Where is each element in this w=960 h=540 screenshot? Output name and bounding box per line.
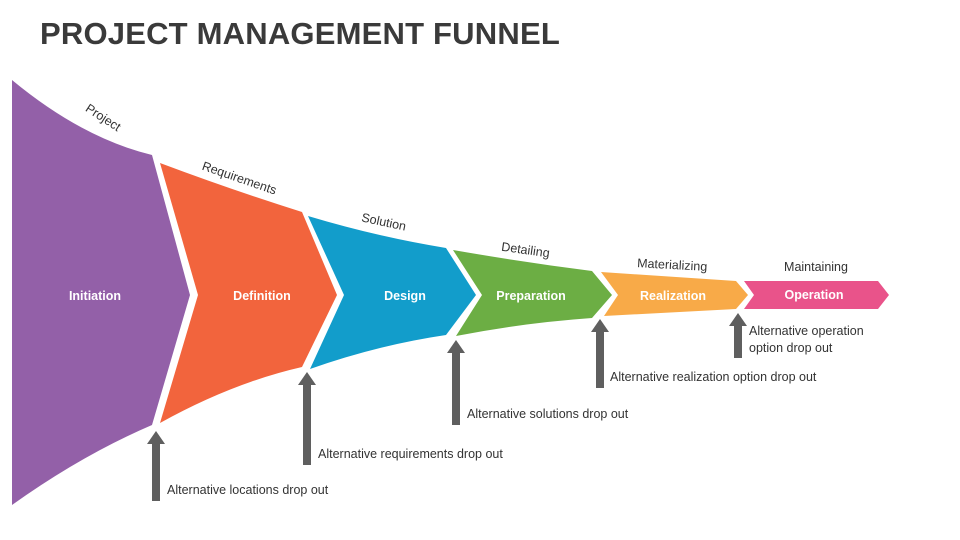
page-title: PROJECT MANAGEMENT FUNNEL bbox=[40, 16, 560, 51]
dropout-note-operation-line2: option drop out bbox=[749, 341, 833, 355]
stage-label-maintaining: Maintaining bbox=[784, 260, 848, 274]
dropout-arrow-locations bbox=[147, 431, 165, 501]
segment-label-definition: Definition bbox=[233, 289, 291, 303]
dropout-note-realization: Alternative realization option drop out bbox=[610, 370, 817, 384]
segment-label-initiation: Initiation bbox=[69, 289, 121, 303]
dropout-note-operation-line1: Alternative operation bbox=[749, 324, 864, 338]
dropout-arrow-realization bbox=[591, 319, 609, 388]
funnel-segment-preparation bbox=[453, 250, 612, 336]
segment-label-realization: Realization bbox=[640, 289, 706, 303]
funnel-segment-realization bbox=[601, 272, 748, 316]
dropout-arrow-solutions bbox=[447, 340, 465, 425]
funnel-segment-initiation bbox=[12, 80, 190, 505]
stage-label-materializing: Materializing bbox=[637, 256, 708, 274]
segment-label-operation: Operation bbox=[784, 288, 843, 302]
stage-label-project: Project bbox=[83, 101, 124, 134]
stage-label-solution: Solution bbox=[360, 211, 407, 234]
segment-label-design: Design bbox=[384, 289, 426, 303]
stage-label-detailing: Detailing bbox=[500, 240, 550, 261]
dropout-note-requirements: Alternative requirements drop out bbox=[318, 447, 503, 461]
segment-label-preparation: Preparation bbox=[496, 289, 565, 303]
dropout-arrow-requirements bbox=[298, 372, 316, 465]
dropout-arrow-operation bbox=[729, 313, 747, 358]
funnel-segment-design bbox=[308, 216, 476, 369]
dropout-note-solutions: Alternative solutions drop out bbox=[467, 407, 629, 421]
dropout-note-locations: Alternative locations drop out bbox=[167, 483, 329, 497]
funnel-segment-operation bbox=[744, 281, 889, 309]
funnel-segment-definition bbox=[160, 163, 337, 423]
